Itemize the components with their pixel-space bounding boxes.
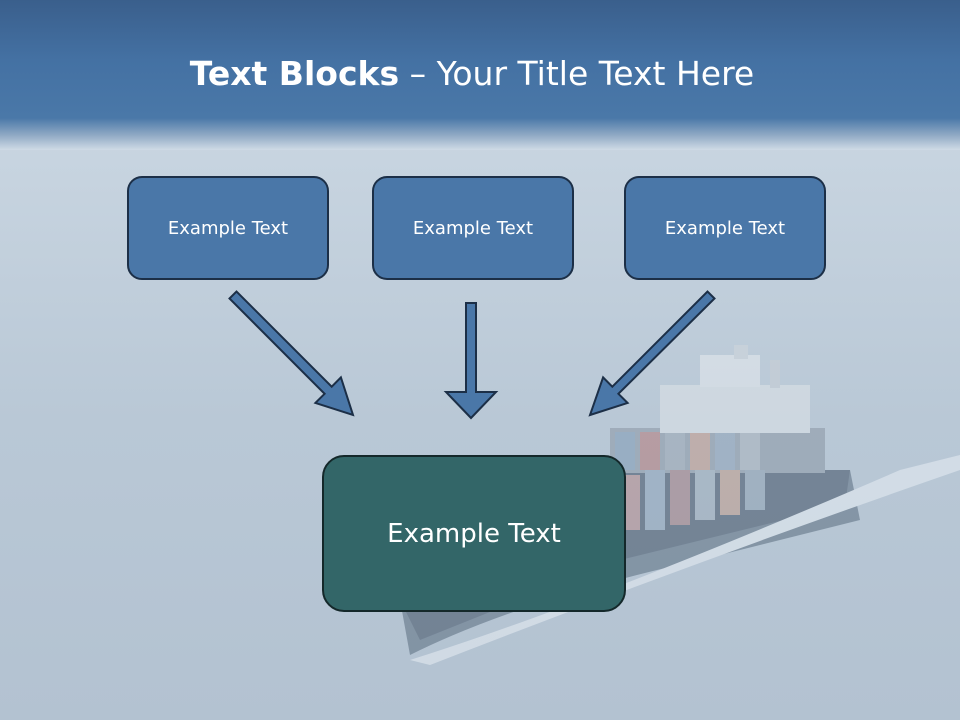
title-dash: –: [409, 54, 427, 93]
title-rest-part: Your Title Text Here: [436, 54, 755, 93]
arrow-down-right-icon: [228, 290, 355, 417]
target-text-block[interactable]: Example Text: [322, 455, 626, 612]
text-block-left[interactable]: Example Text: [127, 176, 329, 280]
title-bold-part: Text Blocks: [189, 54, 400, 93]
text-block-right[interactable]: Example Text: [624, 176, 826, 280]
slide-title: Text Blocks – Your Title Text Here: [0, 54, 944, 94]
text-block-center-label: Example Text: [412, 217, 534, 239]
text-block-center[interactable]: Example Text: [372, 176, 574, 280]
target-text-block-label: Example Text: [387, 518, 561, 549]
header-band: [0, 0, 960, 150]
arrow-down-icon: [443, 302, 499, 420]
arrow-down-left-icon: [588, 290, 716, 417]
text-block-right-label: Example Text: [664, 217, 786, 239]
text-block-left-label: Example Text: [167, 217, 289, 239]
